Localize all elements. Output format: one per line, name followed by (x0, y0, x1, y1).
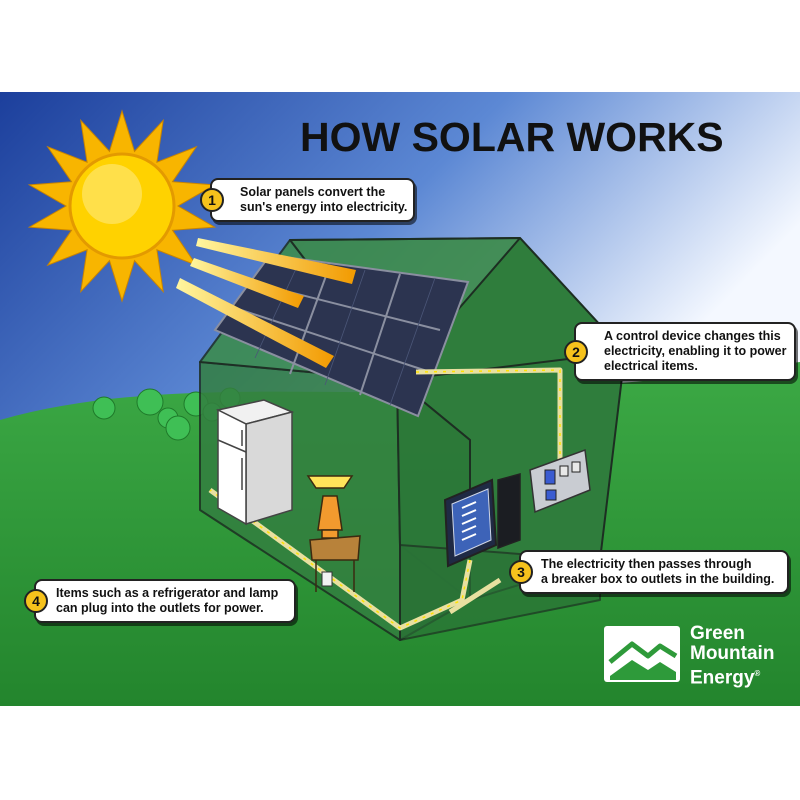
refrigerator-icon (215, 399, 295, 526)
callout-2-line-1: A control device changes this (604, 329, 781, 343)
logo-registered-mark: ® (754, 669, 761, 678)
callout-3-line-1: The electricity then passes through (541, 557, 752, 571)
white-bottom-strip (0, 706, 800, 800)
sun-beams (176, 238, 356, 368)
logo-wordmark: Green Mountain Energy® (690, 624, 774, 688)
sun-icon (27, 109, 217, 303)
callout-1-line-2: sun's energy into electricity. (240, 200, 408, 214)
wire-current (209, 369, 561, 629)
callout-3-line-2: a breaker box to outlets in the building… (541, 572, 775, 586)
callout-number-1: 1 (200, 188, 224, 212)
breaker-box-icon (443, 473, 521, 568)
callout-1-line-1: Solar panels convert the (240, 185, 386, 199)
logo-line-3: Energy® (690, 664, 774, 688)
callout-2-line-3: electrical items. (604, 359, 698, 373)
lamp-icon (306, 475, 361, 592)
callout-4: 4 Items such as a refrigerator and lamp … (24, 579, 296, 623)
callout-2-line-2: electricity, enabling it to power (604, 344, 787, 358)
callout-2: 2 A control device changes this electric… (564, 322, 796, 381)
callout-4-line-2: can plug into the outlets for power. (56, 601, 264, 615)
control-device-icon (529, 448, 591, 514)
callout-1: 1 Solar panels convert the sun's energy … (200, 178, 415, 222)
logo-mountain-icon (604, 626, 680, 682)
page-title: HOW SOLAR WORKS (300, 114, 724, 160)
logo-line-3-text: Energy (690, 667, 755, 689)
wall-outlet-icon (321, 571, 333, 587)
logo-line-1: Green (690, 623, 745, 644)
callout-number-4: 4 (24, 589, 48, 613)
callout-3: 3 The electricity then passes through a … (509, 550, 789, 594)
callout-4-line-1: Items such as a refrigerator and lamp (56, 586, 279, 600)
logo-line-2: Mountain (690, 643, 775, 664)
callout-number-3: 3 (509, 560, 533, 584)
callout-number-2: 2 (564, 339, 588, 364)
